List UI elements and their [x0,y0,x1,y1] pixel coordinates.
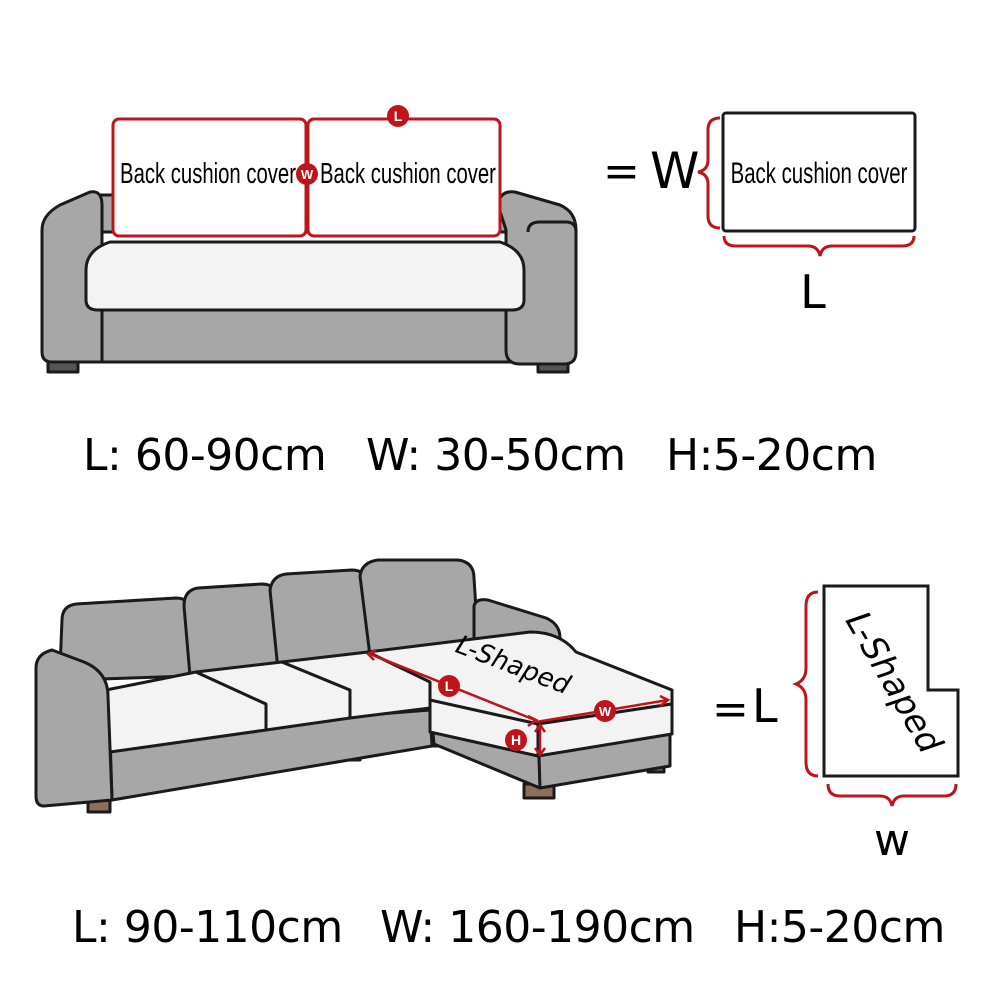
detail-shape-bottom [822,584,960,778]
sofa-arm-left [40,190,104,364]
sofa-illustration [40,117,578,374]
svg-text:L: L [394,108,403,124]
top-length-spec: L: 60-90cm [83,430,327,481]
equals-sign-bottom: = [712,684,749,735]
top-width-spec: W: 30-50cm [366,430,626,481]
cushion-label-right: Back cushion cover [320,158,496,190]
curly-brace-vertical-bottom [791,590,819,778]
equals-sign-top: = [603,146,640,197]
badge-height-bottom: H [505,729,527,751]
svg-text:W: W [599,704,612,719]
bottom-length-spec: L: 90-110cm [72,902,343,953]
width-letter-top: W [650,142,699,200]
width-letter-bottom: w [874,815,910,866]
sofa2-arm-left [34,648,114,808]
sofa2-chaise-front-face [536,702,674,758]
detail-label-top: Back cushion cover [731,157,908,190]
badge-length-bottom: L [438,675,460,697]
length-letter-top: L [800,265,826,319]
l-shaped-sofa-illustration [34,558,674,814]
bottom-height-spec: H:5-20cm [734,902,945,953]
badge-width-top: W [296,163,318,185]
badge-length-top: L [387,105,409,127]
sofa-arm-right-front [526,220,578,233]
curly-brace-icon [697,116,721,230]
bottom-width-spec: W: 160-190cm [380,902,695,953]
top-height-spec: H:5-20cm [666,430,877,481]
sofa-seat-cushion [84,240,526,312]
svg-text:L: L [445,678,454,694]
svg-text:H: H [511,732,521,748]
sofa-arm-right [496,190,578,366]
sofa2-back-4 [358,558,480,658]
badge-width-bottom: W [594,700,616,722]
length-letter-bottom: L [752,679,778,733]
svg-text:W: W [301,167,314,182]
sofa2-back-2 [182,582,280,678]
detail-box-top [721,111,917,233]
curly-brace-horizontal-bottom [826,783,958,807]
cushion-label-left: Back cushion cover [120,158,296,190]
curly-brace-horizontal-top [722,235,916,257]
